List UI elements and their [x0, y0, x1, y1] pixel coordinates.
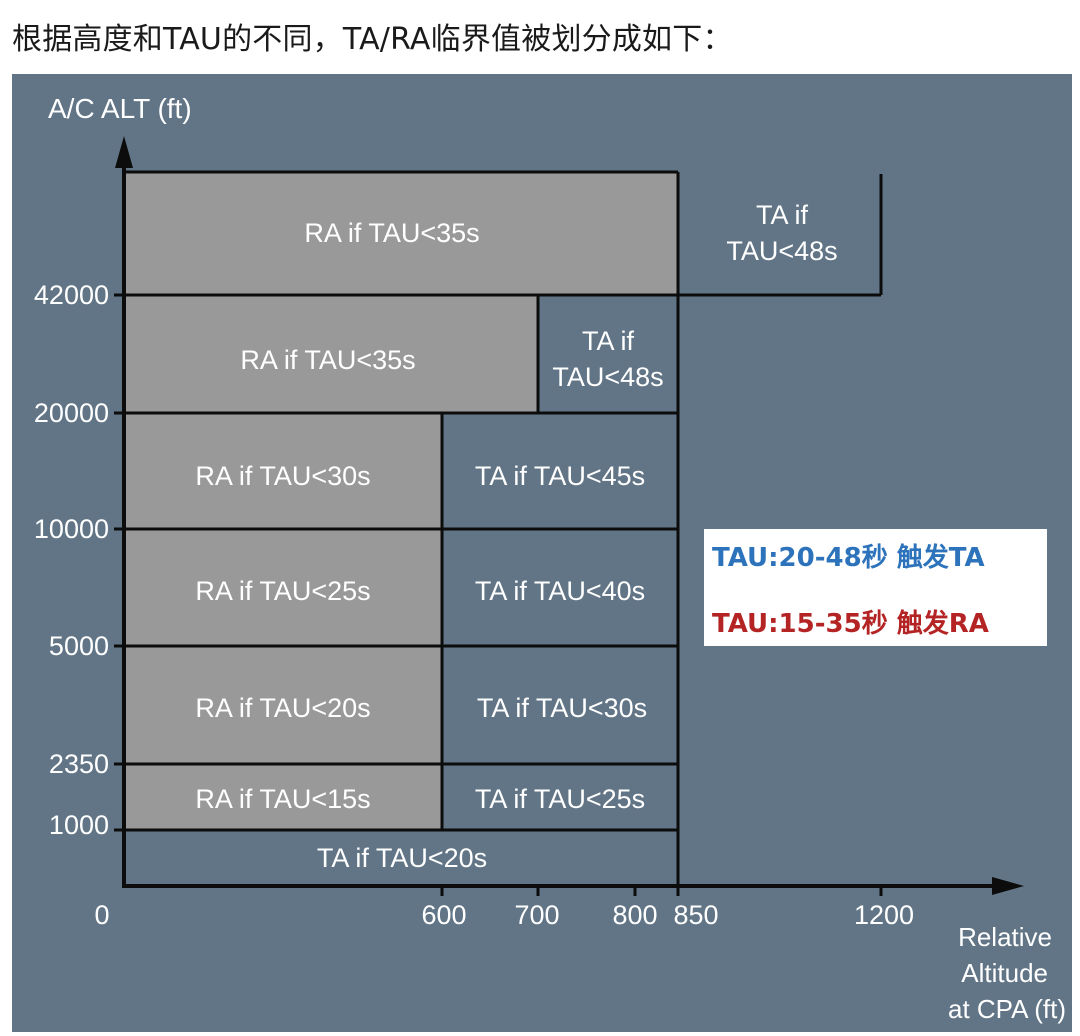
legend-ra-text: TAU:15-35秒 触发RA — [712, 609, 989, 639]
legend-ta-text: TAU:20-48秒 触发TA — [712, 543, 985, 573]
ra-label-10000-20000: RA if TAU<30s — [195, 461, 370, 491]
ta-label-20000-42000-line-2: TAU<48s — [552, 362, 663, 392]
y-tick-label: 5000 — [49, 631, 109, 661]
ta-label-10000-20000: TA if TAU<45s — [475, 461, 645, 491]
y-tick-label: 2350 — [49, 749, 109, 779]
ra-label-1000-2350: RA if TAU<15s — [195, 784, 370, 814]
ta-label-1000-2350: TA if TAU<25s — [475, 784, 645, 814]
ra-label-above-42000: RA if TAU<35s — [304, 218, 479, 248]
ra-label-5000-10000: RA if TAU<25s — [195, 576, 370, 606]
y-tick-label: 1000 — [49, 810, 109, 840]
ra-region-above-42000 — [124, 172, 678, 295]
x-tick-label: 850 — [673, 900, 718, 930]
ra-region-1000-2350 — [124, 764, 442, 830]
diagram-svg: A/C ALT (ft) Relative Altitude at CPA (f… — [34, 93, 1066, 1024]
x-tick-label: 600 — [421, 900, 466, 930]
ta-label-below-1000: TA if TAU<20s — [317, 843, 487, 873]
x-tick-label: 800 — [612, 900, 657, 930]
y-axis-arrow-icon — [115, 136, 133, 168]
y-tick-label: 20000 — [34, 398, 109, 428]
ta-label-2350-5000: TA if TAU<30s — [477, 693, 647, 723]
ra-label-20000-42000: RA if TAU<35s — [240, 345, 415, 375]
ta-label-above-42000-line-1: TA if — [756, 200, 809, 230]
ra-region-5000-10000 — [124, 529, 442, 646]
x-axis-label-line-3: at CPA (ft) — [948, 994, 1066, 1024]
tau-legend-box: TAU:20-48秒 触发TA TAU:15-35秒 触发RA — [704, 529, 1047, 646]
x-axis-arrow-icon — [992, 877, 1024, 895]
x-axis-label-line-1: Relative — [958, 922, 1052, 952]
ta-label-20000-42000-line-1: TA if — [582, 326, 635, 356]
y-axis-label: A/C ALT (ft) — [48, 93, 192, 124]
x-tick-label: 700 — [514, 900, 559, 930]
ta-label-above-42000-line-2: TAU<48s — [726, 236, 837, 266]
y-tick-label: 10000 — [34, 514, 109, 544]
ra-region-20000-42000 — [124, 295, 538, 413]
y-tick-label: 42000 — [34, 280, 109, 310]
x-tick-label: 1200 — [854, 900, 914, 930]
x-tick-label: 0 — [94, 900, 109, 930]
ra-region-2350-5000 — [124, 646, 442, 764]
ra-region-10000-20000 — [124, 413, 442, 529]
x-axis-label-line-2: Altitude — [961, 958, 1048, 988]
caption-text: 根据高度和TAU的不同，TA/RA临界值被划分成如下： — [12, 22, 733, 57]
ta-label-5000-10000: TA if TAU<40s — [475, 576, 645, 606]
ra-label-2350-5000: RA if TAU<20s — [195, 693, 370, 723]
